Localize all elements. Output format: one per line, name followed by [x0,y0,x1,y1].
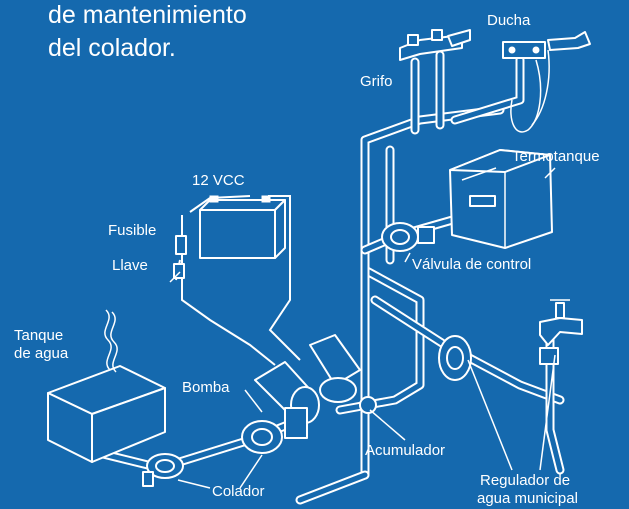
water-tank-icon [47,309,166,463]
label-ducha: Ducha [487,12,531,29]
label-tanque-line-1: Tanque [14,327,64,344]
label-fusible: Fusible [108,222,157,239]
regulator-icon [438,335,472,381]
faucet-icon [399,29,471,61]
label-regulador-line-2: agua municipal [477,490,578,507]
accumulator-icon [309,334,377,414]
fuse-icon [175,235,187,255]
check-valve-icon [381,222,435,252]
pump-icon [241,361,320,454]
title-line-1: de mantenimiento [48,1,247,29]
label-grifo: Grifo [360,73,393,90]
water-heater-icon [449,149,553,249]
shower-icon [502,31,591,133]
label-llave: Llave [112,257,148,274]
label-valvula-de-control: Válvula de control [412,256,532,273]
pipe-network [90,50,565,505]
label-12-vcc: 12 VCC [192,172,245,189]
label-bomba: Bomba [182,379,230,396]
label-colador: Colador [212,483,265,500]
label-acumulador: Acumulador [365,442,446,459]
label-tanque-line-2: de agua [14,345,69,362]
battery-icon [199,195,286,259]
label-leader-lines [177,167,556,489]
spigot-icon [539,299,583,365]
label-termotanque: Termotanque [512,148,600,165]
label-regulador-line-1: Regulador de [480,472,571,489]
title-line-2: del colador. [48,34,176,62]
strainer-icon [142,453,184,487]
switch-icon [169,263,185,283]
